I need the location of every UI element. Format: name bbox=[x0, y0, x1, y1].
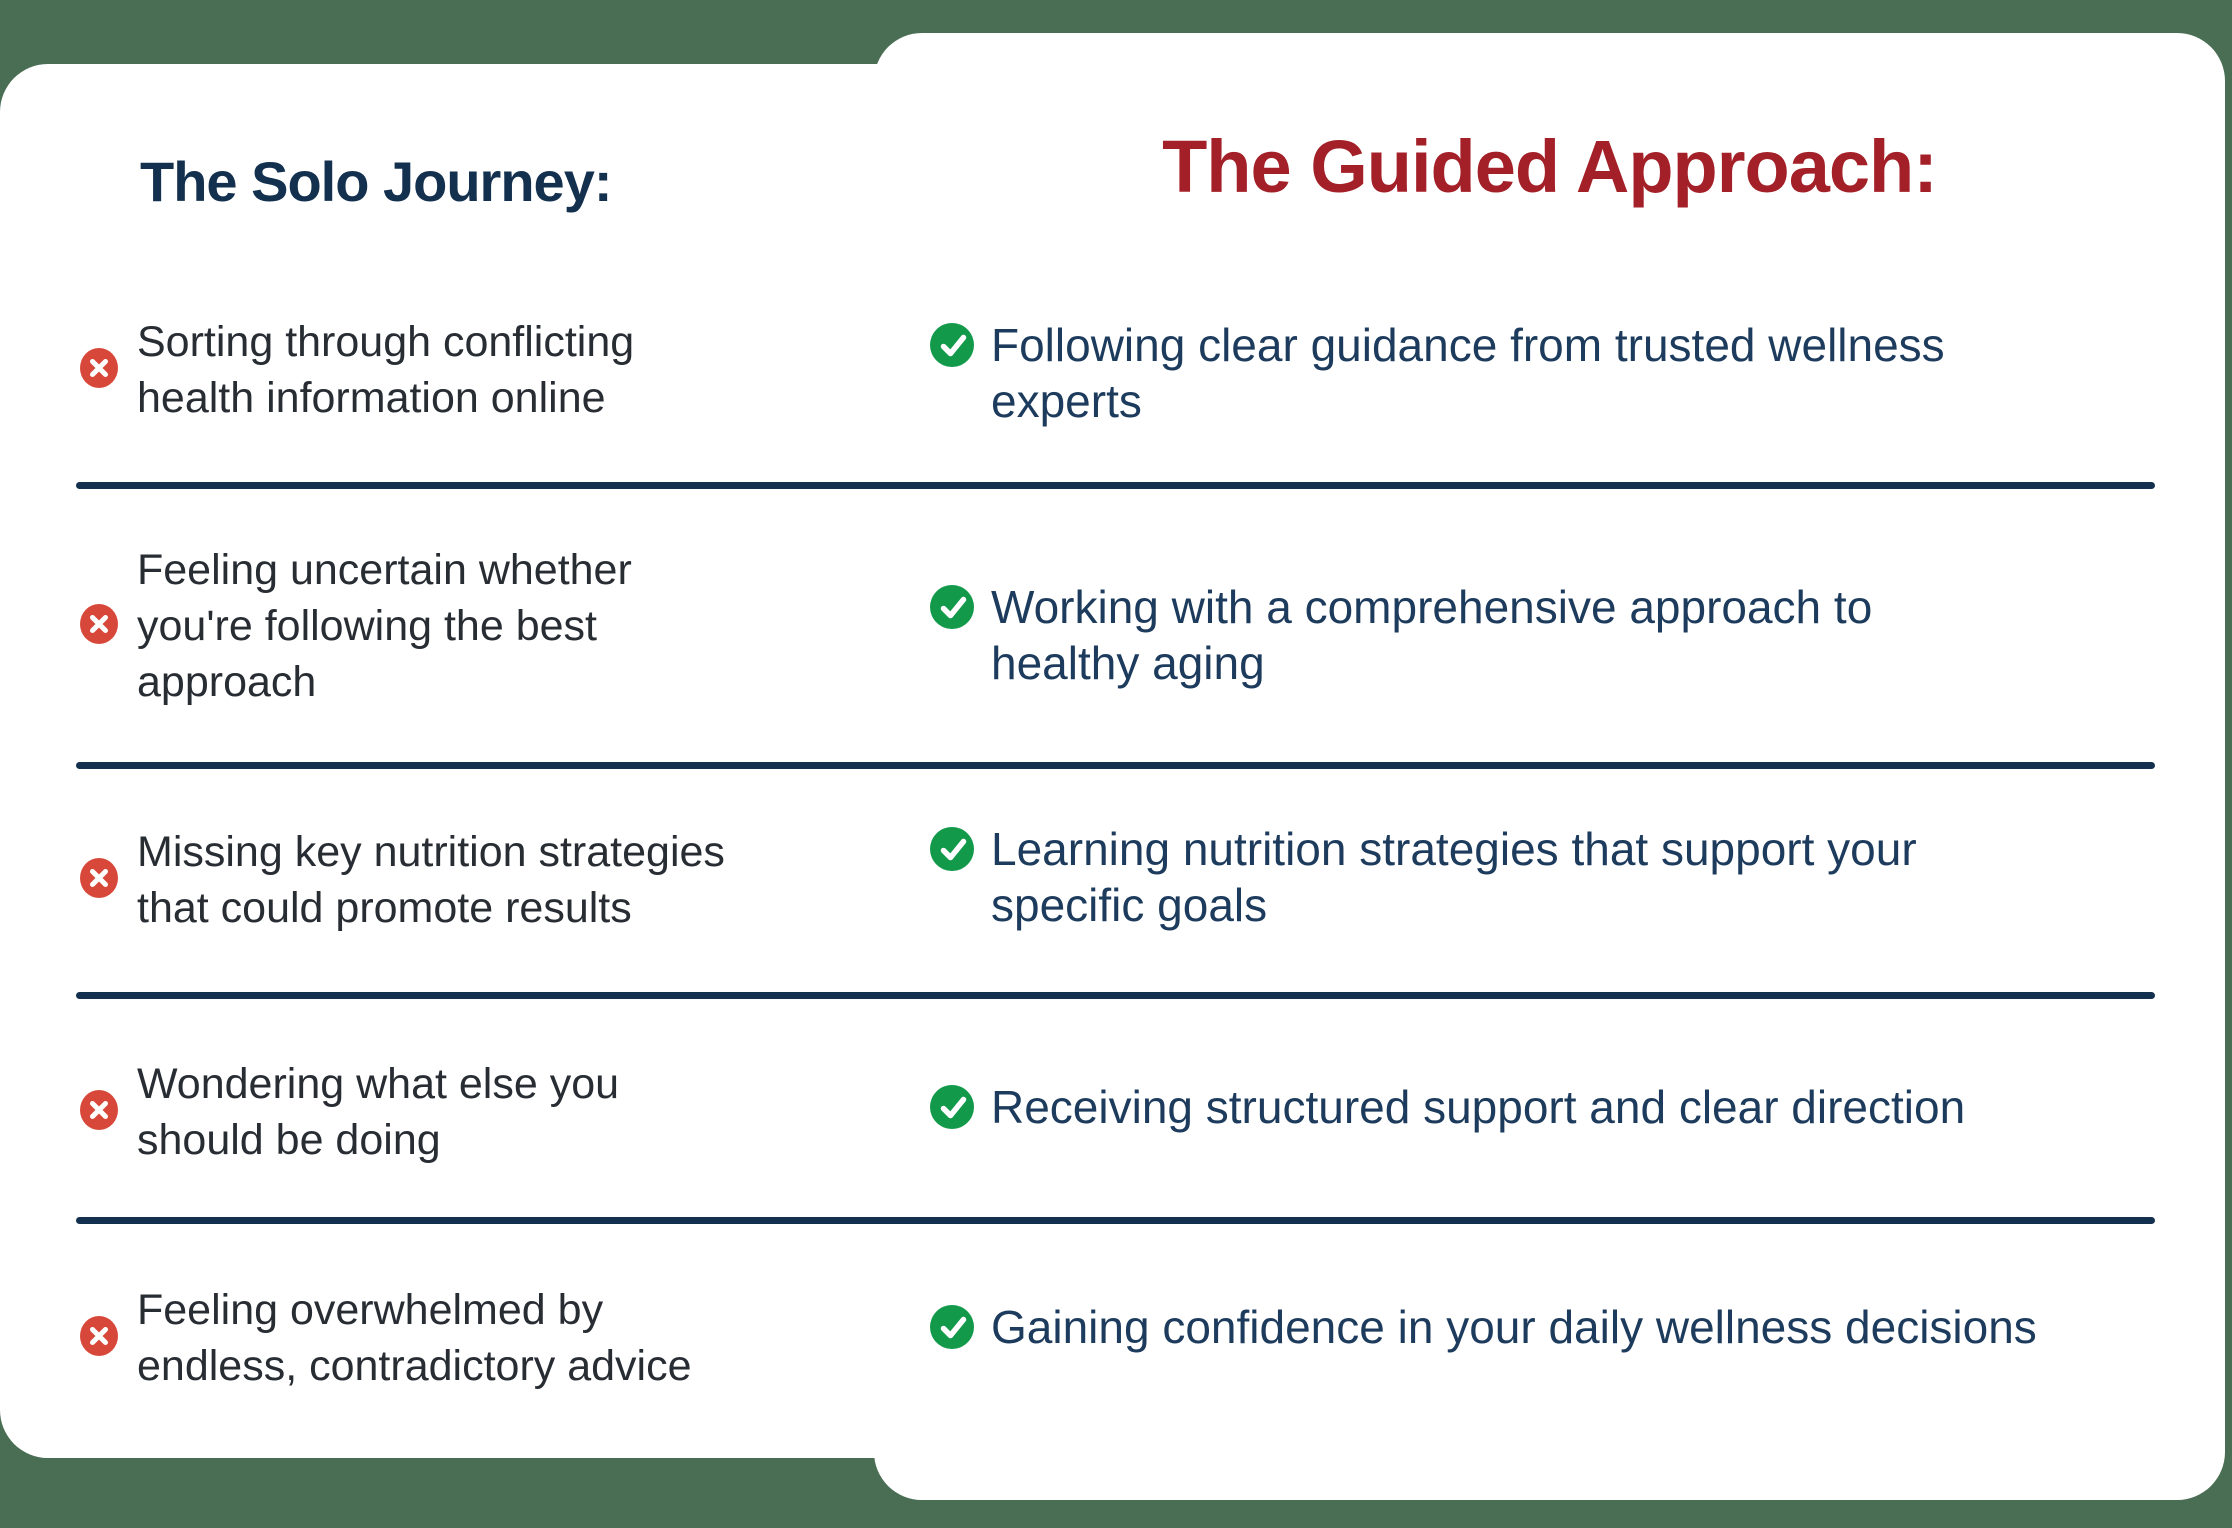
solo-journey-title: The Solo Journey: bbox=[140, 150, 612, 213]
x-circle-icon bbox=[80, 1315, 118, 1361]
guided-item-row: Learning nutrition strategies that suppo… bbox=[930, 821, 2190, 933]
solo-item-text: Feeling uncertain whether you're followi… bbox=[137, 546, 632, 706]
guided-item-text: Receiving structured support and clear d… bbox=[991, 1081, 1966, 1133]
check-circle-icon bbox=[930, 1085, 974, 1134]
check-circle-icon bbox=[930, 585, 974, 634]
guided-item-text: Following clear guidance from trusted we… bbox=[991, 319, 1945, 427]
solo-item-text: Missing key nutrition strategies that co… bbox=[137, 828, 725, 932]
guided-item-text: Learning nutrition strategies that suppo… bbox=[991, 823, 1917, 931]
solo-item-text: Wondering what else you should be doing bbox=[137, 1060, 620, 1164]
row-divider bbox=[76, 992, 2155, 999]
x-circle-icon bbox=[80, 1089, 118, 1135]
solo-item-row: Feeling uncertain whether you're followi… bbox=[80, 542, 780, 710]
guided-item-row: Gaining confidence in your daily wellnes… bbox=[930, 1299, 2190, 1355]
x-circle-icon bbox=[80, 857, 118, 903]
guided-item-text: Gaining confidence in your daily wellnes… bbox=[991, 1301, 2037, 1353]
solo-journey-card bbox=[0, 64, 930, 1458]
guided-item-row: Following clear guidance from trusted we… bbox=[930, 317, 2190, 429]
guided-item-row: Receiving structured support and clear d… bbox=[930, 1079, 2190, 1135]
row-divider bbox=[76, 762, 2155, 769]
check-circle-icon bbox=[930, 1305, 974, 1354]
guided-item-row: Working with a comprehensive approach to… bbox=[930, 579, 2190, 691]
solo-item-text: Sorting through conflicting health infor… bbox=[137, 318, 635, 422]
x-circle-icon bbox=[80, 347, 118, 393]
guided-item-text: Working with a comprehensive approach to… bbox=[991, 581, 1873, 689]
row-divider bbox=[76, 482, 2155, 489]
guided-approach-title: The Guided Approach: bbox=[1162, 125, 1938, 208]
solo-item-text: Feeling overwhelmed by endless, contradi… bbox=[137, 1286, 692, 1390]
solo-item-row: Feeling overwhelmed by endless, contradi… bbox=[80, 1282, 780, 1394]
check-circle-icon bbox=[930, 827, 974, 876]
solo-item-row: Missing key nutrition strategies that co… bbox=[80, 824, 780, 936]
x-circle-icon bbox=[80, 603, 118, 649]
solo-item-row: Wondering what else you should be doing bbox=[80, 1056, 780, 1168]
check-circle-icon bbox=[930, 323, 974, 372]
row-divider bbox=[76, 1217, 2155, 1224]
solo-item-row: Sorting through conflicting health infor… bbox=[80, 314, 780, 426]
